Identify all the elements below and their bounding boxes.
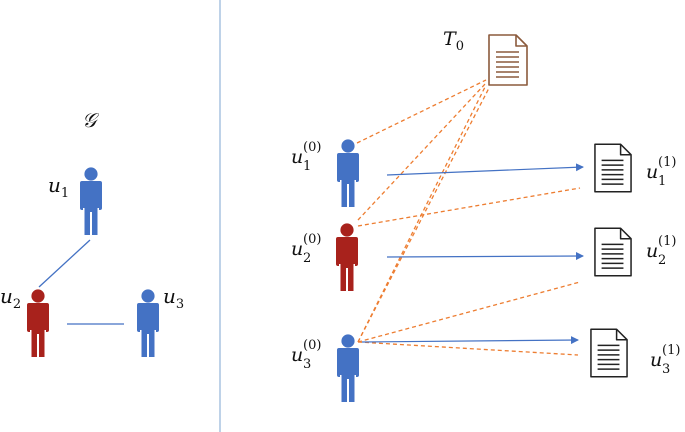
person-icon-u2-step0 bbox=[336, 223, 358, 291]
arrow-u1-out1 bbox=[386, 163, 584, 176]
source-document-icon bbox=[488, 34, 528, 86]
node-label-u3: u3 bbox=[163, 284, 184, 312]
edge-u1-u2 bbox=[38, 239, 91, 288]
person-icon-u2 bbox=[27, 289, 49, 357]
arrow-u2-out2 bbox=[386, 252, 584, 261]
output-document-icon-1 bbox=[594, 143, 632, 193]
user-label-u2-step0: u(0)2 bbox=[291, 232, 321, 266]
person-icon-u3-step0 bbox=[337, 334, 359, 402]
output-label-u3-step1: u(1)3 bbox=[650, 343, 680, 377]
dashed-u3-out2 bbox=[357, 281, 581, 343]
dashed-u2-out1 bbox=[357, 187, 581, 227]
graph-label: 𝒢 bbox=[82, 108, 100, 132]
output-document-icon-3 bbox=[590, 328, 628, 378]
person-icon-u1-step0 bbox=[337, 139, 359, 207]
arrow-u3-out3 bbox=[361, 336, 579, 345]
dashed-u1-T0 bbox=[356, 79, 487, 144]
arrows bbox=[361, 163, 584, 345]
source-doc-label: T0 bbox=[443, 28, 464, 54]
output-label-u2-step1: u(1)2 bbox=[646, 234, 676, 268]
output-label-u1-step1: u(1)1 bbox=[646, 155, 676, 189]
person-icon-u1 bbox=[80, 167, 102, 235]
dashed-u2-T0 bbox=[357, 82, 487, 221]
node-label-u2: u2 bbox=[0, 284, 21, 312]
dashed-connections bbox=[356, 79, 581, 356]
user-label-u3-step0: u(0)3 bbox=[291, 338, 321, 372]
dashed-u3-T0-a bbox=[357, 84, 487, 343]
user-label-u1-step0: u(0)1 bbox=[291, 140, 321, 174]
dashed-u3-out3 bbox=[357, 341, 579, 356]
output-document-icon-2 bbox=[594, 227, 632, 277]
node-label-u1: u1 bbox=[48, 173, 69, 201]
person-icon-u3 bbox=[137, 289, 159, 357]
